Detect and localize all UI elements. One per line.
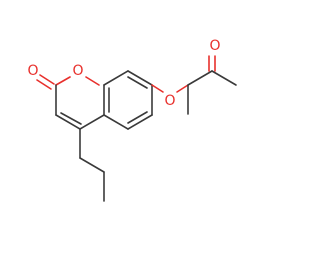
bond-c8-c7-inner	[127, 76, 148, 89]
bond-ether-o-ch	[176, 84, 189, 93]
bond-c3-c4-b	[60, 112, 82, 125]
bond-c4-c4a	[79, 114, 105, 130]
bond-oring-c8a	[85, 76, 100, 86]
bond-c6-c5	[127, 114, 153, 130]
bond-c8-c7	[127, 70, 153, 86]
bond-propyl-1-2	[79, 157, 105, 173]
bond-ketone-c-methyl	[211, 70, 237, 86]
molecule-canvas: O O O O	[27, 38, 237, 202]
bond-c6-c5-inner	[127, 111, 148, 124]
bond-c5-c4a	[103, 114, 129, 130]
atom-label-ring-oxygen: O	[72, 63, 83, 79]
bond-c2-carbonyl-o-a	[39, 74, 55, 85]
bond-c3-c4-a	[55, 114, 81, 130]
bond-c2-oring	[55, 76, 71, 86]
atom-label-ketone-oxygen: O	[209, 38, 220, 54]
structure-diagram: O O O O	[27, 38, 237, 202]
bond-ch-ketone-c	[187, 70, 213, 86]
atom-label-ether-oxygen: O	[164, 93, 175, 109]
bond-c7-ether-o	[151, 84, 164, 93]
bond-c2-carbonyl-o-b	[36, 79, 52, 90]
bond-c8a-c8	[103, 70, 129, 86]
atom-label-carbonyl-oxygen: O	[27, 63, 38, 79]
